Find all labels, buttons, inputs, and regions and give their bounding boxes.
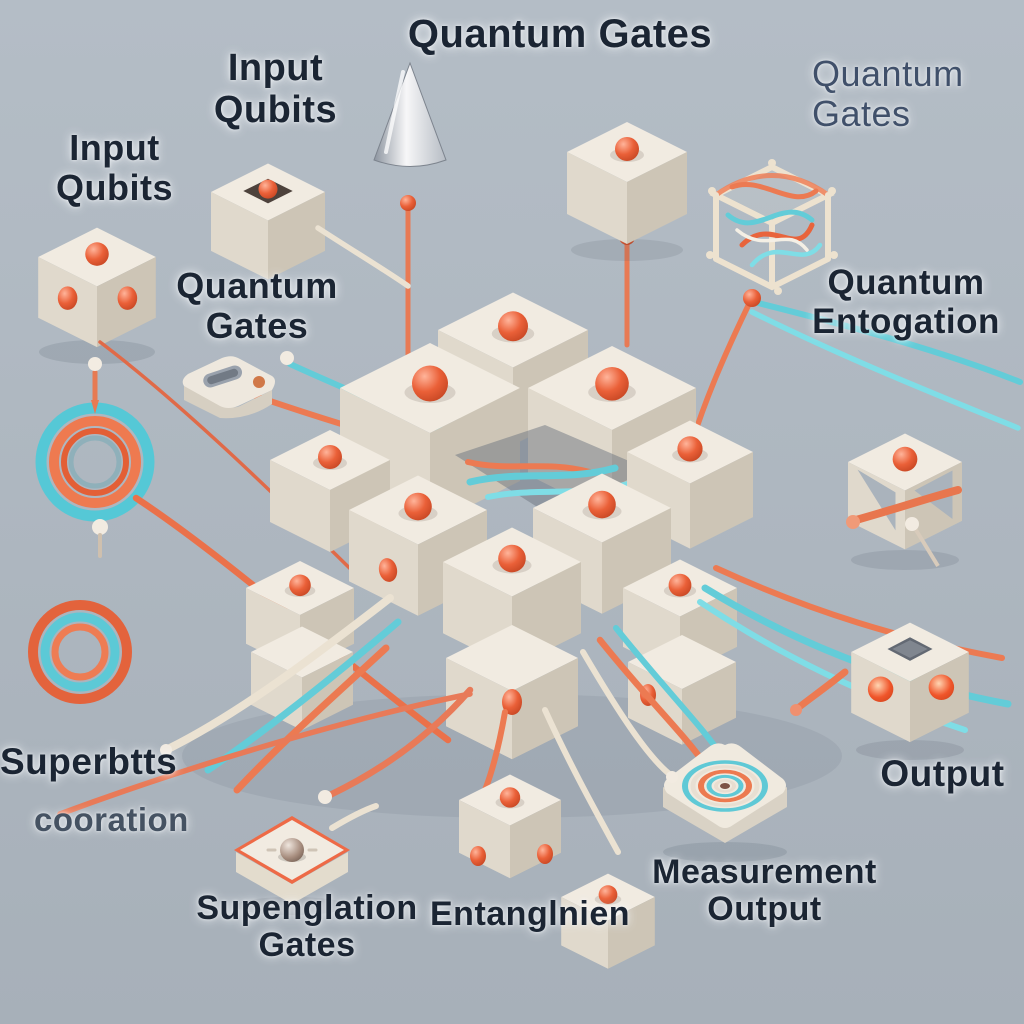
label-line: Output [707,890,822,929]
die-cube-icon [38,227,156,364]
label-line: Quantum [812,53,964,94]
label-line: Quantum Gates [407,12,713,56]
label-quantum-gates-mid: Quantum Gates [152,266,362,345]
hole-cube-icon [790,622,969,760]
tangled-wire-cube-icon [706,159,838,295]
label-line: Gates [812,92,911,134]
label-line: cooration [34,801,189,838]
label-line: Quantum [176,265,338,306]
label-line: Supenglation [196,889,418,927]
label-line: Gates [258,926,356,965]
label-line: Quantum [827,263,985,302]
label-line: Input [227,47,324,89]
label-line: Qubits [213,88,338,131]
label-quantum-gates-right: Quantum Gates [812,54,1022,133]
qubit-cube-icon [567,122,687,261]
label-line: Gates [205,304,309,346]
superposition-tile-icon [234,803,379,915]
label-quantum-entogation: Quantum Entogation [788,263,1024,341]
label-line: Output [880,753,1005,794]
label-cooration: cooration [34,801,209,838]
label-line: Entogation [812,301,1000,341]
spiral-tile-icon [663,743,787,862]
label-line: Superbtts [0,741,178,782]
metal-cone-icon [373,61,447,167]
label-line: Measurement [652,853,877,891]
label-input-qubits-upper: Input Qubits [178,47,373,132]
label-line: Input [69,127,160,168]
input-qubit-cube-icon [211,163,325,280]
label-line: Entanglnien [430,895,631,933]
label-input-qubits-left: Input Qubits [22,128,207,207]
label-output: Output [860,753,1024,795]
bottom-qubit-cubes [459,774,655,969]
label-superbits: Superbtts [0,741,185,783]
coil-ring-upper-icon [35,357,452,744]
label-quantum-gates-top: Quantum Gates [380,12,740,56]
label-supenglation-gates: Supenglation Gates [172,889,442,965]
coil-ring-lower-icon [28,600,132,704]
label-line: Qubits [56,166,173,208]
label-entanglnien: Entanglnien [430,895,655,933]
gate-button-icon [182,356,275,419]
label-measurement-output: Measurement Output [632,853,897,929]
pin-sphere-icons [160,744,332,804]
open-frame-cube-icon [846,433,962,570]
